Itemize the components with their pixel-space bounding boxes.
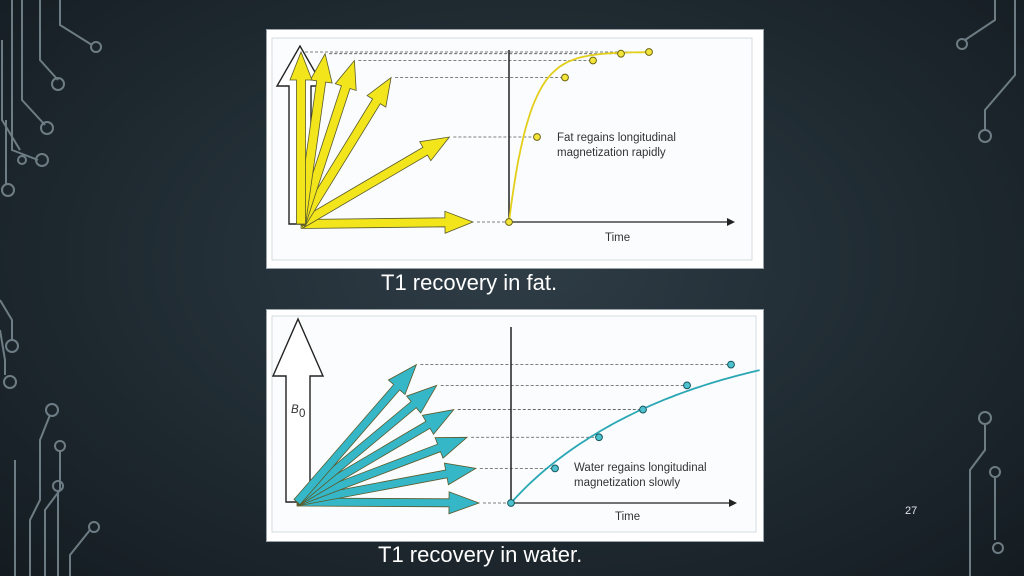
fat-dashed-guides	[305, 51, 649, 223]
slide-number: 27	[905, 505, 918, 517]
fat-point-5	[645, 48, 653, 56]
water-point-1	[551, 464, 559, 473]
water-magnetization-vectors	[293, 363, 481, 515]
fat-time-label: Time	[605, 232, 630, 244]
water-point-0	[507, 499, 515, 507]
b0-label: B	[291, 404, 299, 416]
water-diagram: B 0 Water regains longitudinal magnetiza…	[271, 315, 760, 533]
b0-subscript: 0	[299, 408, 305, 420]
water-point-3	[639, 405, 647, 414]
water-annotation-line2: magnetization slowly	[574, 477, 680, 489]
water-vector-5	[293, 363, 418, 506]
water-point-5	[727, 360, 735, 369]
fat-x-axis-arrowhead	[727, 218, 735, 226]
fat-diagram-panel: Fat regains longitudinal magnetization r…	[266, 29, 764, 269]
water-curve-points	[507, 360, 735, 507]
fat-point-2	[561, 73, 569, 82]
water-caption: T1 recovery in water.	[378, 542, 583, 567]
fat-point-1	[533, 133, 541, 141]
fat-vector-5	[289, 50, 313, 225]
water-diagram-panel: B 0 Water regains longitudinal magnetiza…	[266, 309, 764, 542]
water-recovery-curve	[510, 369, 760, 504]
fat-point-0	[505, 218, 513, 226]
water-dashed-guides	[420, 364, 731, 504]
fat-annotation-line2: magnetization rapidly	[557, 147, 666, 159]
fat-vector-1	[298, 136, 451, 229]
water-time-label: Time	[615, 511, 640, 523]
fat-magnetization-vectors	[275, 44, 475, 234]
water-x-axis-arrowhead	[729, 499, 737, 507]
water-point-2	[595, 433, 603, 442]
fat-point-4	[617, 49, 625, 58]
fat-recovery-curve	[508, 51, 649, 223]
fat-caption: T1 recovery in fat.	[381, 270, 558, 295]
fat-point-3	[589, 56, 597, 65]
fat-diagram: Fat regains longitudinal magnetization r…	[271, 37, 753, 261]
water-point-4	[683, 381, 691, 390]
fat-vector-0	[300, 210, 475, 234]
fat-annotation-line1: Fat regains longitudinal	[557, 132, 676, 144]
water-annotation-line1: Water regains longitudinal	[574, 462, 707, 474]
fat-curve-points	[505, 48, 653, 226]
